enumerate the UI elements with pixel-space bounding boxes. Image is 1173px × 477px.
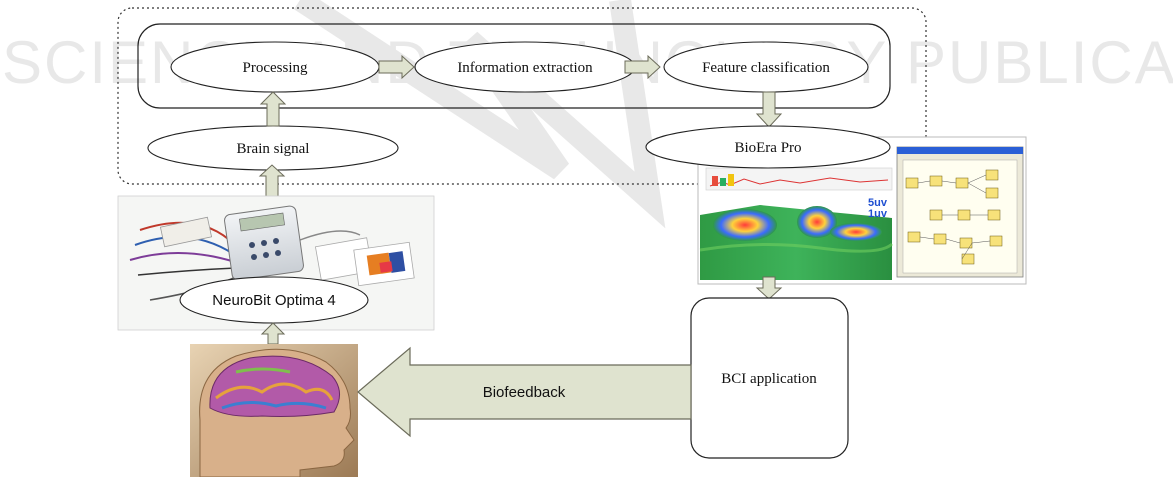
dotted-boundary [117, 7, 927, 185]
node-brain-signal: Brain signal [147, 125, 399, 171]
node-processing: Processing [170, 41, 380, 93]
arrow-brain-signal-to-processing [259, 91, 287, 127]
node-information-extraction: Information extraction [414, 41, 636, 93]
arrow-classification-to-bioera [755, 91, 783, 128]
neurobit-device-photo [117, 195, 435, 331]
scale-label-top: 5uv [868, 197, 888, 209]
arrow-extraction-to-classification [624, 54, 661, 80]
node-neurobit-label: NeuroBit Optima 4 [212, 292, 335, 309]
bioera-screenshot: 5uv 1uv [697, 136, 1027, 285]
arrow-processing-to-extraction [378, 54, 415, 80]
arrow-biofeedback-label: Biofeedback [483, 384, 566, 401]
arrow-biofeedback: Biofeedback [357, 346, 692, 438]
arrow-head-to-device [260, 322, 286, 345]
node-bioera-pro-label: BioEra Pro [734, 140, 801, 156]
pipeline-box [137, 23, 891, 109]
node-information-extraction-label: Information extraction [457, 60, 593, 76]
node-feature-classification-label: Feature classification [702, 60, 830, 76]
watermark-swoosh [293, 0, 666, 229]
node-feature-classification: Feature classification [663, 41, 869, 93]
node-bci-application: BCI application [690, 297, 849, 459]
node-neurobit: NeuroBit Optima 4 [179, 276, 369, 324]
node-bci-application-label: BCI application [721, 371, 817, 387]
node-processing-label: Processing [243, 60, 308, 76]
arrow-device-to-brain-signal [258, 164, 286, 199]
node-brain-signal-label: Brain signal [237, 141, 310, 157]
arrow-bioera-to-bci [755, 276, 783, 300]
brain-head-image [190, 344, 358, 477]
scale-label-bottom: 1uv [868, 208, 888, 220]
node-bioera-pro: BioEra Pro [645, 125, 891, 169]
